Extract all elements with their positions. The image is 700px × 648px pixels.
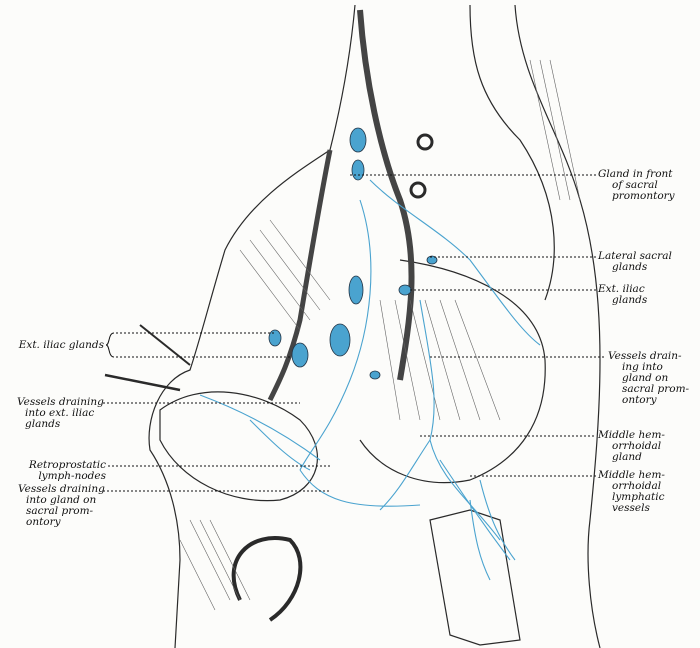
label-line: gland on [622,372,669,384]
leader-lines [103,174,606,492]
rectum [429,509,521,646]
label-line: lymph-nodes [38,470,106,482]
label-line: Gland in front [598,168,673,180]
label-line: into ext. iliac [25,407,95,419]
lymphatic-vessels [199,179,541,581]
label-line: glands [612,294,648,306]
label-line: into gland on [26,494,97,506]
bladder [159,391,318,502]
label-line: Middle hem- [598,429,665,441]
label-middle-hemorrhoidal-vessels: Middle hem- orrhoidal lymphatic vessels [598,470,665,514]
label-line: orrhoidal [612,480,662,492]
vessel-trunk-a [357,9,415,381]
label-line: glands [612,261,648,273]
label-line: glands [25,418,61,430]
label-line: Ext. iliac [598,283,645,295]
label-vessels-draining-sacral-right: Vessels drain- ing into gland on sacral … [608,351,689,406]
label-line: sacral prom- [622,383,690,395]
label-gland-sacral-promontory: Gland in front of sacral promontory [598,169,675,202]
inner-spine-contour [469,4,555,301]
label-line: ontory [26,516,61,528]
label-line: Ext. iliac glands [18,339,104,351]
label-line: vessels [612,502,650,514]
label-line: gland [612,451,642,463]
hatching [179,59,581,611]
label-line: sacral prom- [26,505,94,517]
label-line: Retroprostatic [28,459,106,471]
vessel-cross-section-a [416,133,434,151]
label-ext-iliac-glands-left: Ext. iliac glands [19,340,104,351]
label-line: ing into [622,361,663,373]
instrument-probe-b [104,373,181,392]
label-line: Vessels draining [18,483,105,495]
label-line: promontory [612,190,675,202]
vessel-cross-section-b [409,181,427,199]
label-middle-hemorrhoidal-gland: Middle hem- orrhoidal gland [598,430,665,463]
label-vessels-draining-sacral-left: Vessels draining into gland on sacral pr… [18,484,105,528]
instrument-probe-a [139,324,191,366]
label-line: of sacral [612,179,658,191]
sacrum-contour [514,4,601,648]
label-line: lymphatic [612,491,665,503]
label-line: ontory [622,394,657,406]
label-line: Lateral sacral [598,250,672,262]
label-lateral-sacral-glands: Lateral sacral glands [598,251,672,273]
label-ext-iliac-glands-right: Ext. iliac glands [598,284,647,306]
label-retroprostatic-nodes: Retroprostatic lymph-nodes [29,460,106,482]
vessel-trunk-b [267,149,333,402]
body-contour [148,4,356,648]
brace [105,332,115,358]
label-line: Middle hem- [598,469,665,481]
label-line: orrhoidal [612,440,662,452]
label-line: Vessels drain- [608,350,682,362]
pubis-ring [231,536,303,622]
label-vessels-draining-ext-iliac: Vessels draining into ext. iliac glands [17,397,104,430]
label-line: Vessels draining [17,396,104,408]
pelvic-muscle [359,259,546,484]
